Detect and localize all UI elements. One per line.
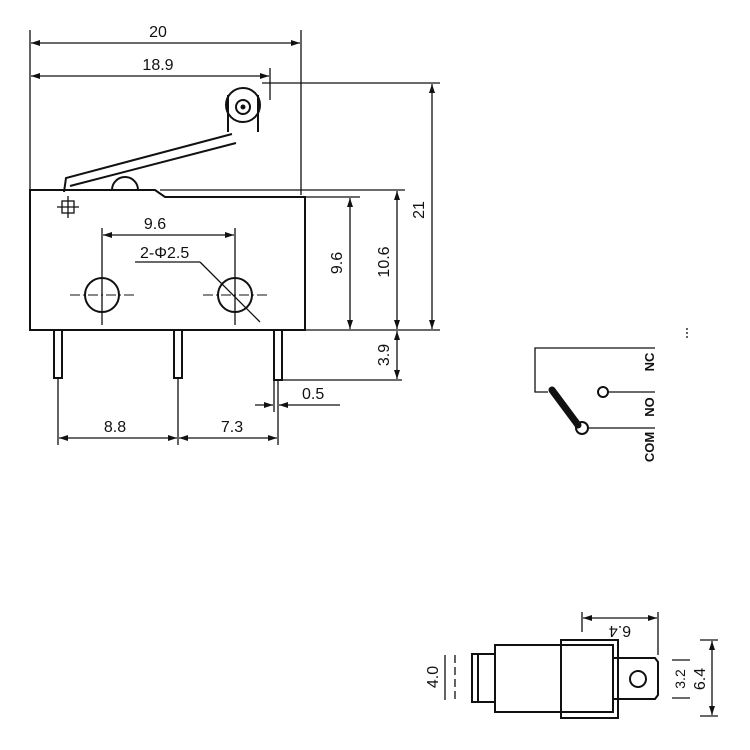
dim-pin-spacing-right: 7.3 [221,419,243,436]
dim-terminal-length: 6.4 [609,622,631,639]
actuator-pivot-icon [57,196,79,218]
dim-hole-spec: 2-Φ2.5 [140,245,189,262]
dim-hole-spacing: 9.6 [144,216,166,233]
dim-terminal-width: 3.2 [672,669,688,689]
dim-overall-width-bottom: 6.4 [692,668,709,690]
label-nc: NC [642,352,657,371]
plunger [111,176,139,191]
label-com: COM [642,432,657,462]
contact-schematic: NC NO COM [534,328,688,462]
dim-body-height-step: 10.6 [376,246,393,277]
roller [225,87,261,123]
lever-arm [63,95,259,193]
switch-body [29,189,306,331]
terminal-pins [53,329,283,445]
dim-overall-width: 20 [149,24,167,41]
dim-pin-length: 3.9 [376,344,393,366]
side-view: 20 18.9 9.6 2-Φ2.5 9.6 10.6 21 3.9 0.5 8… [29,24,440,445]
dim-body-height: 9.6 [329,252,346,274]
dim-width-left: 4.0 [425,666,442,688]
label-no: NO [642,397,657,417]
dim-pin-thickness: 0.5 [302,386,324,403]
bottom-view: 6.4 4.0 3.2 6.4 [425,612,718,719]
dim-roller-offset: 18.9 [142,57,173,74]
dim-total-height: 21 [411,201,428,219]
dim-pin-spacing-left: 8.8 [104,419,126,436]
